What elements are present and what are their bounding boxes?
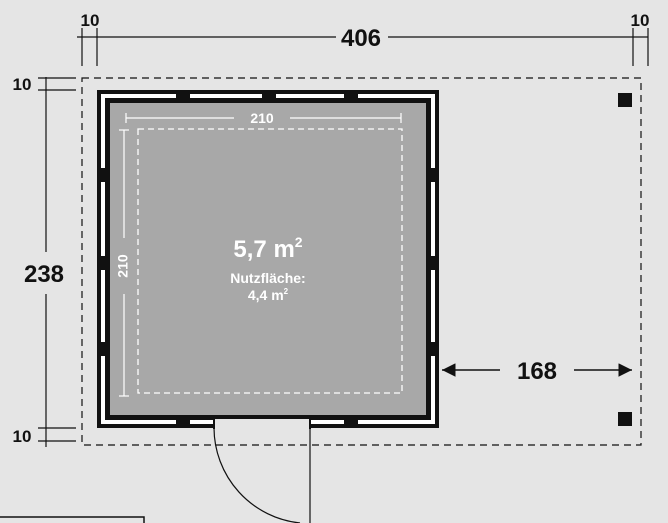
inner-height-dimension [119,129,129,397]
caption-box-edge [0,516,145,523]
post [431,342,439,356]
usable-area-boundary [137,128,403,394]
door-opening [214,419,310,429]
right-extension-label: 168 [517,358,557,385]
left-total-height-label: 238 [24,261,64,288]
left-bottom-margin-label: 10 [13,427,32,446]
top-right-margin-label: 10 [631,11,650,30]
inner-width-label: 210 [250,110,274,126]
post [97,342,105,356]
top-total-width-label: 406 [341,25,381,52]
left-top-margin-label: 10 [13,75,32,94]
anchor-post-top [618,93,632,107]
usable-area-label: Nutzfläche: [230,270,305,286]
building-walls [97,90,439,429]
area-main-value: 5,7 m [233,236,294,263]
post [176,420,190,428]
area-main-exponent: 2 [295,234,303,250]
usable-area-number: 4,4 m [248,287,284,303]
post [262,90,276,98]
usable-area-exponent: 2 [284,287,289,296]
post [176,90,190,98]
usable-area-value: 4,4 m2 [248,287,289,303]
footprint-boundary [81,77,642,446]
left-dimension [38,77,76,447]
anchor-post-bottom [618,412,632,426]
area-main: 5,7 m2 [233,234,302,263]
post [431,256,439,270]
post [97,168,105,182]
floor-area [110,103,426,415]
inner-height-label: 210 [115,254,131,278]
inner-width-dimension [125,113,402,123]
top-left-margin-label: 10 [81,11,100,30]
post [431,168,439,182]
post [344,90,358,98]
door-swing-arc [213,427,301,523]
top-dimension [77,28,649,66]
wall-posts [97,90,439,428]
post [97,256,105,270]
post [344,420,358,428]
